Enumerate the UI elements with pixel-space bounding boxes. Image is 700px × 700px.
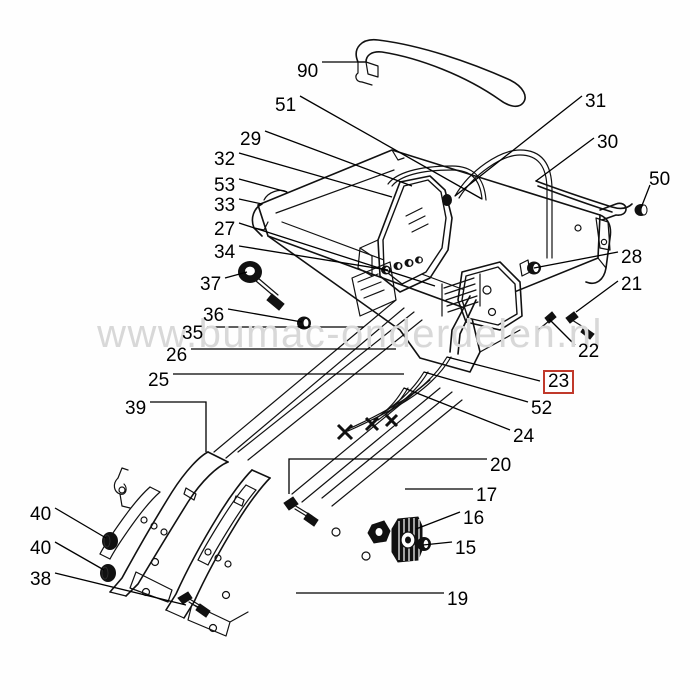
part-callout-39: 39: [125, 398, 147, 419]
part-callout-53: 53: [214, 175, 236, 196]
bushing-40-lower: [100, 564, 116, 582]
eye-bolt-37: [238, 261, 285, 311]
leader-line-38: [54, 572, 187, 606]
part-callout-29: 29: [240, 129, 262, 150]
part-callout-15: 15: [455, 538, 477, 559]
part-callout-51: 51: [275, 95, 297, 116]
screw-20: [283, 496, 319, 527]
part-callout-37: 37: [200, 274, 222, 295]
right-upper-tube: [291, 379, 463, 561]
leader-line-22: [548, 318, 576, 346]
leader-line-30: [535, 137, 595, 182]
fastener-28: [519, 259, 541, 277]
part-callout-27: 27: [214, 219, 236, 240]
upper-handle-bar: [355, 38, 526, 108]
part-callout-25: 25: [148, 370, 170, 391]
part-callout-33: 33: [214, 195, 236, 216]
part-callout-16: 16: [463, 508, 485, 529]
leader-line-53: [238, 178, 288, 193]
left-lower-arm: [99, 451, 229, 603]
fastener-50: [634, 204, 648, 216]
leader-lines-group: [54, 61, 651, 606]
part-callout-90: 90: [297, 61, 319, 82]
screw-21: [565, 311, 595, 340]
part-callout-40: 40: [30, 504, 52, 525]
leader-line-15: [422, 541, 453, 546]
nut-15: [417, 537, 431, 551]
leader-line-29: [264, 130, 413, 187]
part-callout-35: 35: [182, 323, 204, 344]
leader-line-36: [227, 308, 303, 323]
part-callout-40: 40: [30, 538, 52, 559]
leader-line-33: [238, 198, 263, 205]
part-callout-20: 20: [490, 455, 512, 476]
part-callout-19: 19: [447, 589, 469, 610]
part-callout-52: 52: [531, 398, 553, 419]
center-console: [357, 175, 453, 293]
part-callout-28: 28: [621, 247, 643, 268]
upper-left-tube: [213, 299, 423, 461]
spring-pack: [441, 273, 481, 317]
right-lower-arm: [165, 469, 271, 637]
leader-line-16: [415, 511, 461, 530]
leader-line-34: [238, 245, 389, 271]
part-callout-34: 34: [214, 242, 236, 263]
part-callout-36: 36: [203, 305, 225, 326]
leader-line-50: [640, 184, 651, 209]
leader-line-20: [288, 458, 487, 494]
leader-line-37: [224, 271, 248, 279]
part-callout-23-highlighted[interactable]: 23: [543, 370, 575, 394]
bowden-cables: [336, 356, 452, 441]
handle-frame: [257, 149, 612, 373]
bushing-40-upper: [102, 532, 118, 550]
part-callout-17: 17: [476, 485, 498, 506]
part-callout-32: 32: [214, 149, 236, 170]
leader-line-51: [299, 95, 483, 200]
part-callout-22: 22: [578, 341, 600, 362]
leader-line-39: [150, 401, 207, 452]
leader-line-52: [423, 371, 529, 403]
leader-line-32: [238, 152, 393, 198]
cable-terminal: [336, 413, 399, 441]
part-callout-21: 21: [621, 274, 643, 295]
part-callout-38: 38: [30, 569, 52, 590]
leader-line-24: [403, 387, 511, 431]
leader-line-40b: [54, 541, 105, 571]
leader-line-40a: [54, 507, 107, 539]
part-callout-26: 26: [166, 345, 188, 366]
leader-line-27: [238, 222, 436, 287]
leader-line-23: [446, 356, 541, 382]
right-bracket-arm: [535, 180, 633, 251]
part-callout-24: 24: [513, 426, 535, 447]
screw-22: [537, 311, 557, 331]
bracket-17: [367, 520, 391, 544]
lever-mechanism: [441, 261, 523, 355]
part-callout-31: 31: [585, 91, 607, 112]
part-callout-50: 50: [649, 169, 671, 190]
pulley-16: [391, 516, 423, 563]
part-callout-30: 30: [597, 132, 619, 153]
leader-line-31: [454, 95, 583, 197]
leader-line-21: [575, 280, 619, 313]
leader-line-28: [533, 251, 619, 269]
